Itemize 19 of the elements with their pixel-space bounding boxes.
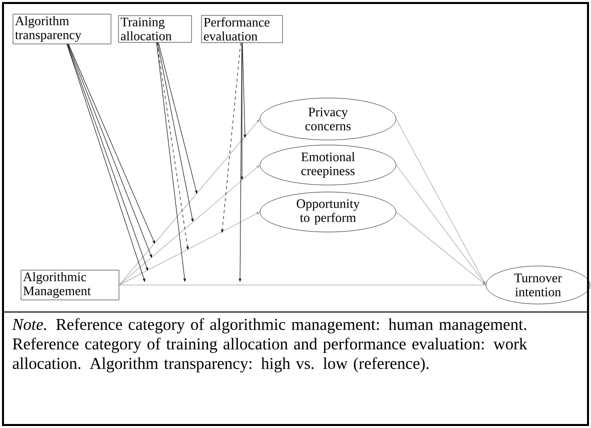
- arrow: [156, 42, 189, 250]
- arrow: [396, 118, 486, 285]
- arrow: [240, 42, 244, 180]
- arrow: [242, 42, 246, 138]
- note: Note. Reference category of algorithmic management: human management. Reference category of training allocation and performance evaluation: work allocation. Algorithm transparency: high vs. low (reference).: [12, 318, 528, 372]
- arrow: [118, 119, 260, 286]
- arrow: [118, 165, 260, 286]
- arrow: [156, 42, 186, 282]
- variable-box: Algorithm transparency: [12, 14, 112, 44]
- variable-box: Performance evaluation: [201, 15, 283, 43]
- arrow: [158, 42, 198, 194]
- arrow: [238, 42, 242, 282]
- variable-box: Algorithmic Management: [20, 270, 120, 300]
- variable-box: Training allocation: [118, 15, 192, 43]
- arrow: [396, 212, 486, 285]
- arrow: [221, 42, 241, 233]
- arrow: [157, 42, 194, 222]
- arrow: [396, 164, 486, 285]
- arrow: [118, 212, 260, 286]
